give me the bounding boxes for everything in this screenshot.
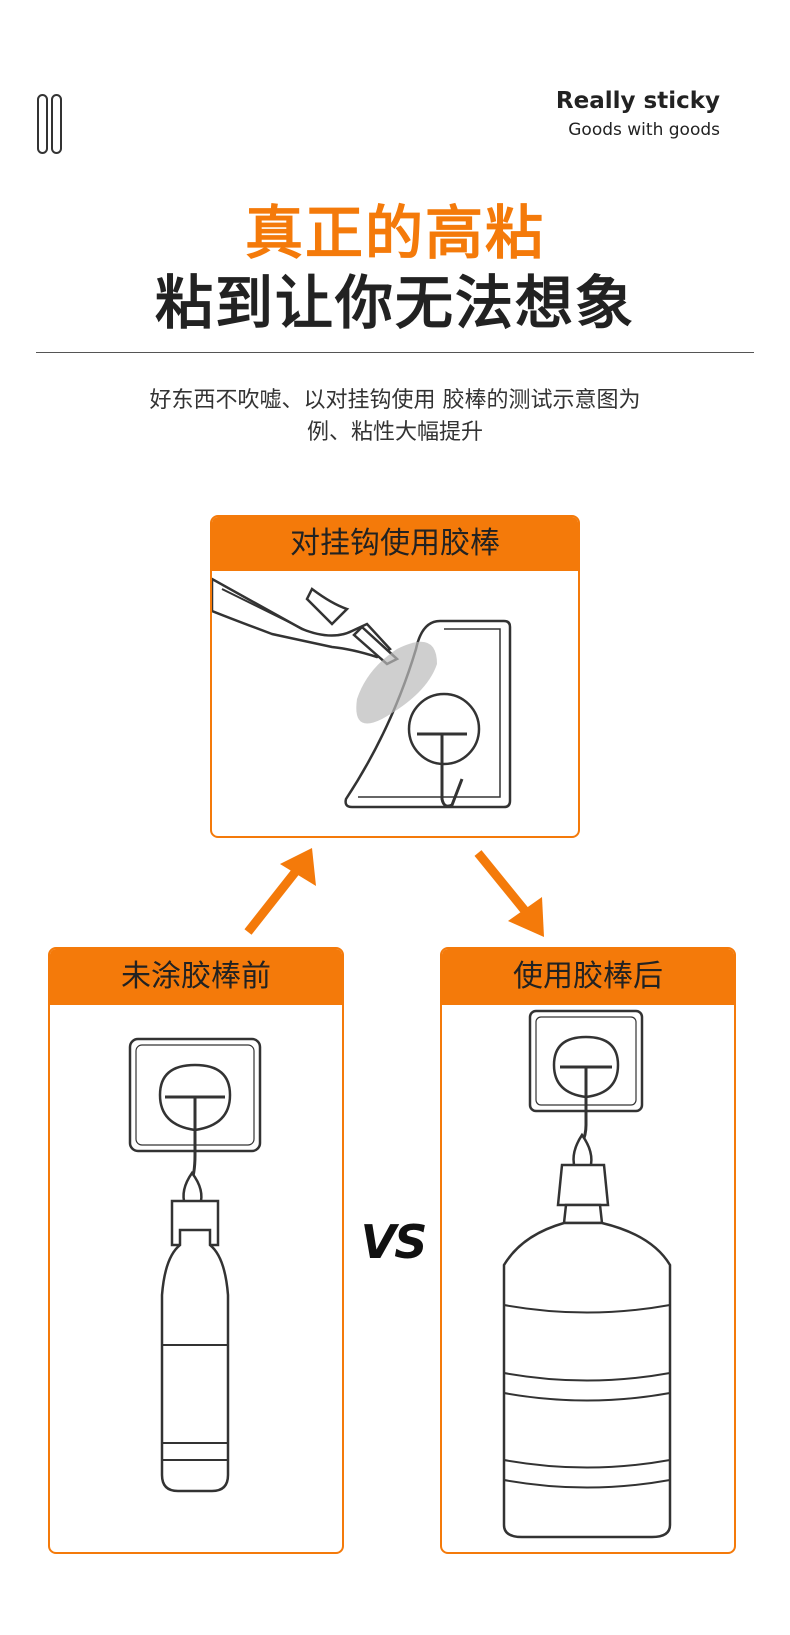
after-glue-card: 使用胶棒后: [440, 947, 736, 1554]
divider: [36, 352, 754, 353]
hook-bottle-illustration: [128, 1037, 262, 1493]
glue-stick-illustration: [212, 577, 512, 809]
arrow-up-right-icon: [244, 848, 316, 935]
vs-label: VS: [360, 1215, 428, 1269]
arrow-down-right-icon: [474, 850, 544, 937]
before-glue-card: 未涂胶棒前: [48, 947, 344, 1554]
tagline-main: Really sticky: [555, 88, 720, 114]
headline-orange: 真正的高粘: [244, 199, 545, 267]
after-glue-card-title: 使用胶棒后: [442, 949, 734, 1005]
tagline-sub: Goods with goods: [568, 120, 720, 140]
glue-application-card: 对挂钩使用胶棒: [210, 515, 580, 838]
before-glue-card-title: 未涂胶棒前: [50, 949, 342, 1005]
description-line-1: 好东西不吹嘘、以对挂钩使用 胶棒的测试示意图为: [149, 388, 641, 413]
description-line-2: 例、粘性大幅提升: [306, 420, 483, 445]
headline-dark: 粘到让你无法想象: [154, 269, 635, 337]
glue-application-card-title: 对挂钩使用胶棒: [212, 517, 578, 571]
roman-numeral-ii-icon: [37, 94, 62, 154]
hook-water-jug-illustration: [502, 1009, 672, 1539]
